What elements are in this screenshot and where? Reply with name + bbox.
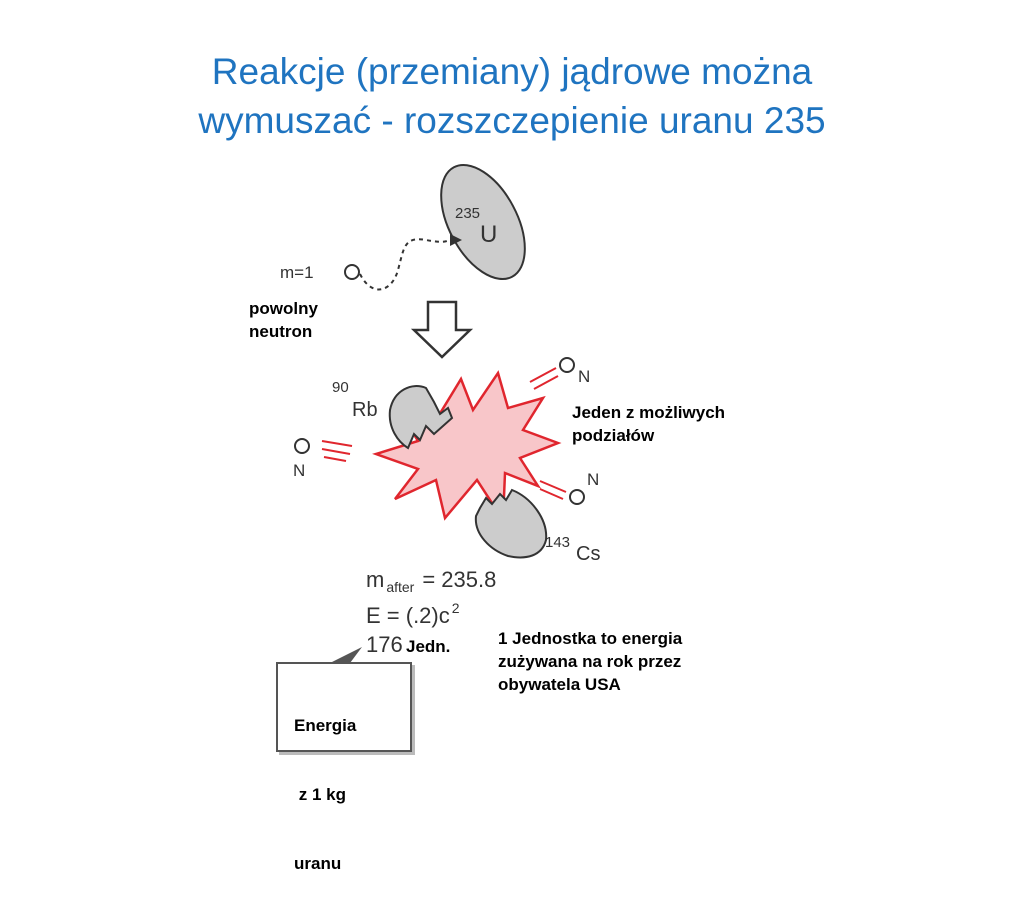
trajectory-arrowhead [450, 234, 462, 246]
emitted-neutron-upper-right [559, 357, 575, 373]
energy-callout-box: Energia z 1 kg uranu [276, 662, 412, 873]
fission-diagram: 235 U m=1 90 Rb 143 Cs N N N [280, 163, 600, 663]
down-arrow-icon [410, 300, 474, 359]
neutron-mass-label: m=1 [280, 263, 314, 282]
title-line-1: Reakcje (przemiany) jądrowe można [211, 50, 813, 92]
one-division-line-1: Jeden z możliwych [572, 403, 726, 422]
cesium-mass-label: 143 [545, 534, 570, 551]
one-division-note: Jeden z możliwych podziałów [572, 401, 725, 447]
emitted-neutron-left [294, 438, 310, 454]
motion-lines-upper-right [529, 367, 559, 390]
unit-definition-note: 1 Jednostka to energia zużywana na rok p… [498, 627, 682, 696]
callout-pointer [330, 647, 362, 663]
rubidium-mass-label: 90 [332, 379, 349, 396]
energy-equation-exponent: 2 [452, 600, 460, 616]
cesium-symbol-label: Cs [576, 543, 600, 565]
one-division-line-2: podziałów [572, 426, 655, 445]
energy-callout-line-2: z 1 kg [294, 785, 346, 804]
emitted-neutron-right [569, 489, 585, 505]
uranium-symbol-label: U [480, 221, 497, 248]
mass-after-value: = 235.8 [422, 567, 496, 592]
incoming-neutron [344, 264, 360, 280]
neutron-label-upper-right: N [578, 367, 590, 386]
mass-after-subscript: after [386, 579, 414, 595]
mass-symbol: m [366, 567, 384, 592]
slow-neutron-note: powolny neutron [249, 297, 318, 343]
rubidium-fragment-shape [388, 385, 454, 450]
unit-abbrev-note: Jedn. [406, 637, 451, 656]
uranium-nucleus: 235 U [440, 163, 526, 281]
unit-definition-line-1: 1 Jednostka to energia [498, 629, 683, 648]
slow-neutron-line-1: powolny [249, 299, 318, 318]
energy-value: 176 [366, 632, 403, 657]
slow-neutron-line-2: neutron [249, 322, 313, 341]
cesium-fragment: 143 Cs [474, 488, 600, 565]
rubidium-fragment: 90 Rb [332, 379, 454, 450]
uranium-mass-label: 235 [455, 205, 480, 222]
energy-equation-base: E = (.2)c [366, 603, 450, 628]
rubidium-symbol-label: Rb [352, 399, 378, 421]
energy-callout-line-1: Energia [294, 716, 357, 735]
neutron-label-left: N [293, 461, 305, 480]
motion-lines-left [321, 440, 353, 462]
neutron-trajectory [359, 238, 453, 291]
unit-definition-line-3: obywatela USA [498, 675, 621, 694]
energy-callout-text: Energia z 1 kg uranu [294, 668, 356, 921]
neutron-label-right: N [587, 470, 599, 489]
energy-callout-line-3: uranu [294, 854, 342, 873]
unit-definition-line-2: zużywana na rok przez [498, 652, 682, 671]
title-line-2: wymuszać - rozszczepienie uranu 235 [198, 99, 826, 141]
motion-lines-right [539, 480, 567, 500]
cesium-fragment-shape [474, 488, 548, 559]
slide-title: Reakcje (przemiany) jądrowe można wymusz… [0, 47, 1024, 145]
